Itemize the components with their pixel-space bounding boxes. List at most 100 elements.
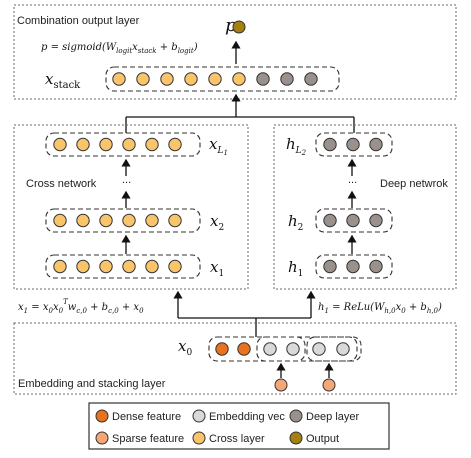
stack-node <box>184 72 198 86</box>
cross-node <box>76 213 90 228</box>
legend-label: Deep layer <box>306 411 360 423</box>
legend-item-deep: Deep layer <box>289 409 360 423</box>
combination-layer-label: Combination output layer <box>17 15 140 27</box>
h-2-label: h2 <box>288 212 303 233</box>
legend-box <box>88 402 390 450</box>
deep-layer-L2-group <box>315 132 393 157</box>
deep-node <box>346 213 360 228</box>
x0-nodes <box>215 342 350 356</box>
cross-node <box>99 137 113 152</box>
cross-node <box>53 137 67 152</box>
cross-layer-1-nodes <box>53 259 182 274</box>
cross-node <box>53 259 67 274</box>
deep-equation: h1 = ReLu(Wh,0x0 + bh,0) <box>318 302 442 315</box>
deep-node <box>369 259 383 274</box>
embedding-group-1 <box>256 336 306 362</box>
deep-network-box <box>273 124 457 290</box>
sparse-feature-node <box>322 378 336 392</box>
x0-node <box>312 342 326 356</box>
deep-layer-1-nodes <box>323 259 383 274</box>
cross-node <box>122 213 136 228</box>
cross-node <box>76 137 90 152</box>
cross-node <box>53 213 67 228</box>
legend-swatch-deep <box>289 409 303 423</box>
legend-item-cross: Cross layer <box>192 431 265 445</box>
x0-node <box>215 342 229 356</box>
cross-node <box>122 137 136 152</box>
cross-node <box>145 213 159 228</box>
stack-node <box>304 72 318 86</box>
cross-ellipsis: ... <box>122 174 131 186</box>
deep-node <box>346 259 360 274</box>
cross-equation: x1 = x0x0Twc,0 + bc,0 + x0 <box>18 298 144 315</box>
legend-item-embedding: Embedding vec <box>192 409 285 423</box>
stack-nodes <box>112 72 318 86</box>
deep-node <box>346 137 360 152</box>
legend-label: Dense feature <box>112 411 181 423</box>
stack-node <box>232 72 246 86</box>
embedding-layer-label: Embedding and stacking layer <box>18 378 166 390</box>
legend-item-sparse: Sparse feature <box>95 431 184 445</box>
cross-node <box>99 259 113 274</box>
cross-node <box>145 259 159 274</box>
deep-node <box>323 259 337 274</box>
stack-node <box>208 72 222 86</box>
deep-node <box>323 213 337 228</box>
legend-swatch-output <box>289 431 303 445</box>
deep-layer-L2-nodes <box>323 137 383 152</box>
cross-node <box>76 259 90 274</box>
x0-node <box>263 342 277 356</box>
deep-network-label: Deep netwrok <box>380 178 448 190</box>
legend-item-dense: Dense feature <box>95 409 181 423</box>
cross-layer-L1-nodes <box>53 137 182 152</box>
deep-node <box>369 137 383 152</box>
cross-layer-L1-group <box>45 132 201 157</box>
legend-swatch-cross <box>192 431 206 445</box>
sparse-feature-node <box>274 378 288 392</box>
stack-node <box>160 72 174 86</box>
stack-node <box>256 72 270 86</box>
deep-node <box>323 137 337 152</box>
x-stack-label: xstack <box>45 70 81 91</box>
legend-swatch-sparse <box>95 431 109 445</box>
deep-ellipsis: ... <box>348 174 357 186</box>
legend-label: Embedding vec <box>209 411 285 423</box>
deep-layer-2-group <box>315 208 393 233</box>
x-2-label: x2 <box>210 212 224 233</box>
legend-label: Sparse feature <box>112 433 184 445</box>
output-node <box>232 20 246 34</box>
cross-network-box <box>13 124 249 290</box>
cross-node <box>168 259 182 274</box>
embedding-group-2 <box>306 336 358 362</box>
legend-swatch-embedding <box>192 409 206 423</box>
stack-group <box>105 66 340 92</box>
stack-node <box>112 72 126 86</box>
x0-node <box>286 342 300 356</box>
cross-node <box>168 137 182 152</box>
x0-node <box>336 342 350 356</box>
cross-layer-1-group <box>45 254 201 279</box>
legend-item-output: Output <box>289 431 339 445</box>
legend-label: Output <box>306 433 339 445</box>
h-1-label: h1 <box>288 258 303 279</box>
cross-node <box>122 259 136 274</box>
legend-swatch-dense <box>95 409 109 423</box>
x-L1-label: xL1 <box>209 135 228 157</box>
deep-layer-1-group <box>315 254 393 279</box>
cross-network-label: Cross network <box>26 178 97 190</box>
cross-layer-2-group <box>45 208 201 233</box>
deep-node <box>369 213 383 228</box>
legend-label: Cross layer <box>209 433 265 445</box>
stack-node <box>280 72 294 86</box>
embedding-layer-box <box>13 322 457 395</box>
cross-node <box>99 213 113 228</box>
cross-layer-2-nodes <box>53 213 182 228</box>
stack-node <box>136 72 150 86</box>
h-L2-label: hL2 <box>286 135 307 157</box>
x-1-label: x1 <box>210 258 224 279</box>
cross-node <box>168 213 182 228</box>
x0-node <box>237 342 251 356</box>
x-0-label: x0 <box>178 337 192 358</box>
deep-layer-2-nodes <box>323 213 383 228</box>
